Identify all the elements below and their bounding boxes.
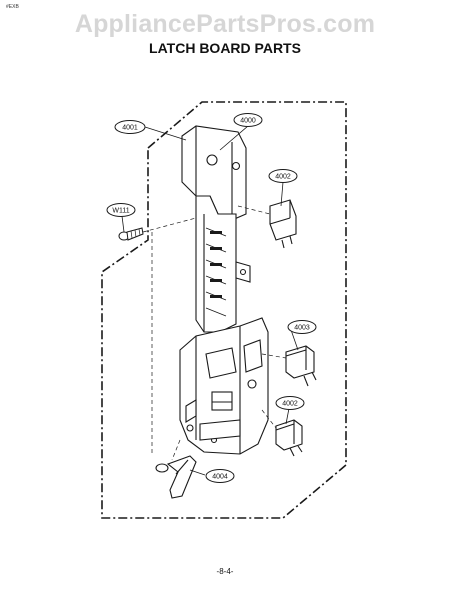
callout-4000-oval: [233, 113, 263, 127]
page-number: -8-4-: [216, 567, 234, 576]
callout-4001-oval: [114, 120, 146, 134]
callout-4000-label: 4000: [240, 118, 256, 125]
callout-4002-lower-label: 4002: [282, 401, 298, 408]
callout-4003-label: 4003: [294, 325, 310, 332]
callout-4002-upper-oval: [268, 169, 298, 183]
corner-mark: #EXB: [6, 4, 19, 10]
assembly-guide-lines: [142, 205, 287, 461]
callout-4002-upper-label: 4002: [275, 174, 291, 181]
callout-4002-lower-oval: [275, 396, 305, 410]
watermark-text: AppliancePartsPros.com: [74, 10, 376, 38]
callout-4001-label: 4001: [122, 125, 138, 132]
micro-switch-4002-lower: [275, 419, 303, 457]
page-title: LATCH BOARD PARTS: [149, 40, 301, 56]
micro-switch-4002-upper: [269, 199, 297, 249]
assembly-boundary: [101, 101, 347, 519]
callout-4003-oval: [287, 320, 317, 334]
micro-switch-4003: [285, 345, 317, 387]
callout-w111-label: W111: [112, 208, 129, 215]
callout-4004-label: 4004: [212, 474, 228, 481]
screw-w111: [118, 227, 144, 241]
latch-board-body: [179, 125, 269, 455]
callout-4004-oval: [205, 469, 235, 483]
callout-w111-oval: [106, 203, 136, 217]
lever-4004: [155, 455, 197, 499]
